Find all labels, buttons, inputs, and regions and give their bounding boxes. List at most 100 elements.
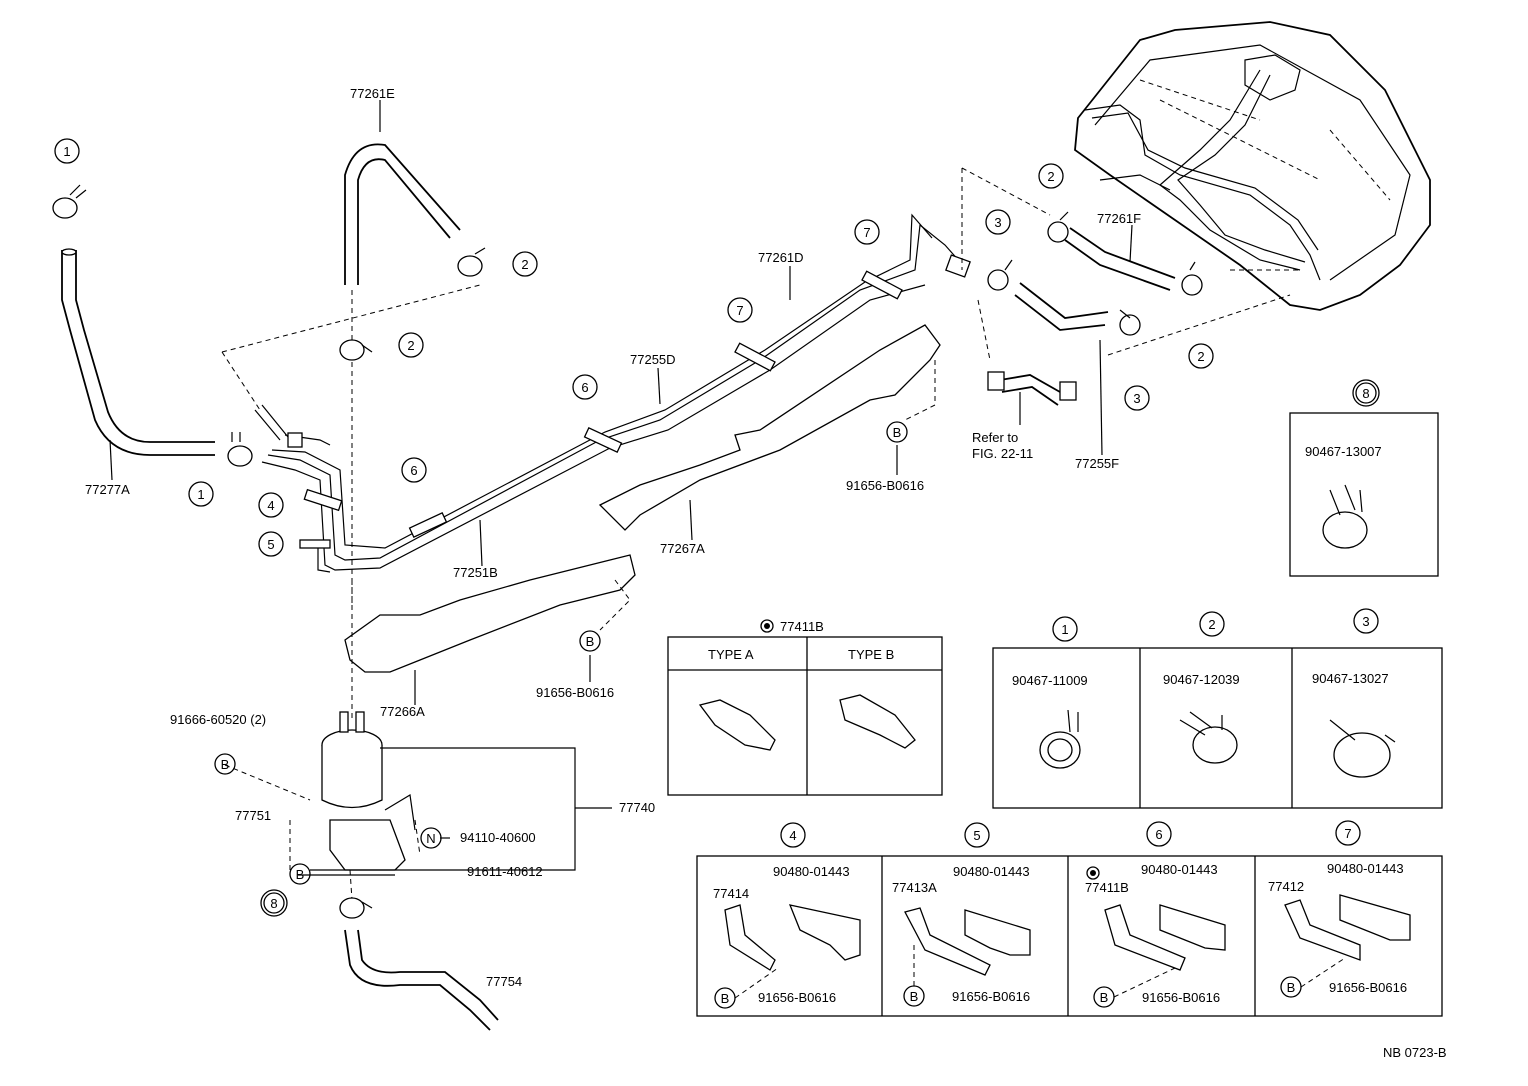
label-77267a: 77267A: [660, 541, 705, 556]
svg-text:90480-01443: 90480-01443: [1141, 862, 1218, 877]
svg-text:2: 2: [521, 257, 528, 272]
fuel-pipe-assembly: [254, 213, 971, 573]
svg-text:90467-13027: 90467-13027: [1312, 671, 1389, 686]
svg-text:90467-13007: 90467-13007: [1305, 444, 1382, 459]
hose-77255f: [1014, 282, 1109, 331]
callout-6: 6: [401, 457, 427, 483]
callout-1: 1: [188, 481, 214, 507]
label-77255d: 77255D: [630, 352, 676, 367]
svg-text:7: 7: [863, 225, 870, 240]
hose-77754: [344, 929, 499, 1031]
label-canister-bolt: 91666-60520 (2): [170, 712, 266, 727]
label-77251b: 77251B: [453, 565, 498, 580]
label-77266a: 77266A: [380, 704, 425, 719]
svg-text:5: 5: [267, 537, 274, 552]
part-labels: 77261E 77277A 77251B 77255D 77261D 77261…: [85, 86, 1447, 1060]
callout-2: 2: [1038, 163, 1064, 189]
svg-text:77411B: 77411B: [780, 619, 824, 634]
callout-n: N: [420, 827, 442, 849]
callout-2: 2: [512, 251, 538, 277]
svg-text:7: 7: [1344, 826, 1351, 841]
clamp-icon: [339, 339, 373, 361]
label-type-a: TYPE A: [708, 647, 754, 662]
svg-text:1: 1: [63, 144, 70, 159]
clamp-icon: [1039, 709, 1081, 769]
svg-text:3: 3: [1362, 614, 1369, 629]
svg-text:8: 8: [1362, 386, 1369, 401]
callout-6: 6: [572, 374, 598, 400]
svg-text:90480-01443: 90480-01443: [953, 864, 1030, 879]
svg-text:B: B: [1100, 990, 1109, 1005]
svg-text:7: 7: [736, 303, 743, 318]
hose-77261e: [344, 143, 461, 285]
clamp-icon: [1179, 711, 1238, 764]
hose-77261f: [1064, 227, 1176, 291]
callout-3: 3: [1124, 385, 1150, 411]
label-77277a: 77277A: [85, 482, 130, 497]
callout-b: B: [289, 863, 311, 885]
svg-text:8: 8: [270, 896, 277, 911]
svg-text:90480-01443: 90480-01443: [1327, 861, 1404, 876]
inset-clamps-4-7: 4 5 6 7 90480-01443 77414 B 91656-B0616 …: [696, 820, 1443, 1017]
hose-77277a: [61, 248, 215, 456]
callouts: 1 1 2 2 2 2 3 3 4 5 6 6 7 7 8 B B B B N: [54, 138, 1214, 917]
inset-77411b-types: 77411B TYPE A TYPE B: [667, 619, 943, 796]
hose-clamps: [52, 184, 1203, 919]
svg-text:1: 1: [197, 487, 204, 502]
clamp-icon: [52, 184, 87, 219]
svg-text:5: 5: [973, 828, 980, 843]
svg-text:B: B: [721, 991, 730, 1006]
svg-text:90467-12039: 90467-12039: [1163, 672, 1240, 687]
charcoal-canister: [321, 711, 416, 871]
clamp-icon: [1047, 211, 1069, 243]
fuel-hose-fig-22-11: [987, 371, 1077, 406]
diagram-code: NB 0723-B: [1383, 1045, 1447, 1060]
leader-lines: [109, 100, 1300, 901]
svg-text:1: 1: [1061, 622, 1068, 637]
callout-b: B: [886, 421, 908, 443]
callout-3: 3: [985, 209, 1011, 235]
svg-text:2: 2: [1197, 349, 1204, 364]
label-bolt-bracket: 91611-40612: [467, 864, 543, 879]
svg-text:B: B: [586, 634, 595, 649]
svg-text:6: 6: [410, 463, 417, 478]
label-77754: 77754: [486, 974, 522, 989]
svg-text:4: 4: [267, 498, 274, 513]
pipe-protector-lower: [344, 554, 636, 673]
label-bolt: 91656-B0616: [536, 685, 614, 700]
callout-7: 7: [854, 219, 880, 245]
clamp-icon: [1329, 719, 1396, 778]
label-type-b: TYPE B: [848, 647, 894, 662]
svg-text:91656-B0616: 91656-B0616: [1142, 990, 1220, 1005]
inset-clamps-1-3: 1 2 3 90467-11009 90467-12039 90467-1302…: [992, 608, 1443, 809]
svg-text:77411B: 77411B: [1085, 880, 1129, 895]
inset-clamp-8: 8 90467-13007: [1289, 379, 1439, 577]
callout-b: B: [214, 753, 236, 775]
callout-2: 2: [1188, 343, 1214, 369]
svg-text:91656-B0616: 91656-B0616: [952, 989, 1030, 1004]
svg-text:B: B: [910, 989, 919, 1004]
svg-text:4: 4: [789, 828, 796, 843]
svg-text:3: 3: [994, 215, 1001, 230]
svg-text:2: 2: [1047, 169, 1054, 184]
clamp-icon: [1181, 261, 1203, 296]
clamp-icon: [339, 897, 373, 919]
callout-4: 4: [258, 492, 284, 518]
svg-text:N: N: [426, 831, 435, 846]
svg-text:90480-01443: 90480-01443: [773, 864, 850, 879]
svg-text:2: 2: [407, 338, 414, 353]
svg-text:77412: 77412: [1268, 879, 1304, 894]
clamp-icon: [1119, 309, 1141, 336]
callout-1: 1: [54, 138, 80, 164]
pipe-protector-upper: [598, 324, 941, 531]
clamp-icon: [1322, 484, 1368, 549]
svg-text:91656-B0616: 91656-B0616: [1329, 980, 1407, 995]
svg-text:6: 6: [1155, 827, 1162, 842]
label-77261d: 77261D: [758, 250, 804, 265]
clamp-icon: [987, 259, 1013, 291]
svg-text:B: B: [893, 425, 902, 440]
svg-text:2: 2: [1208, 617, 1215, 632]
callout-5: 5: [258, 531, 284, 557]
fuel-tank: [1074, 21, 1431, 311]
